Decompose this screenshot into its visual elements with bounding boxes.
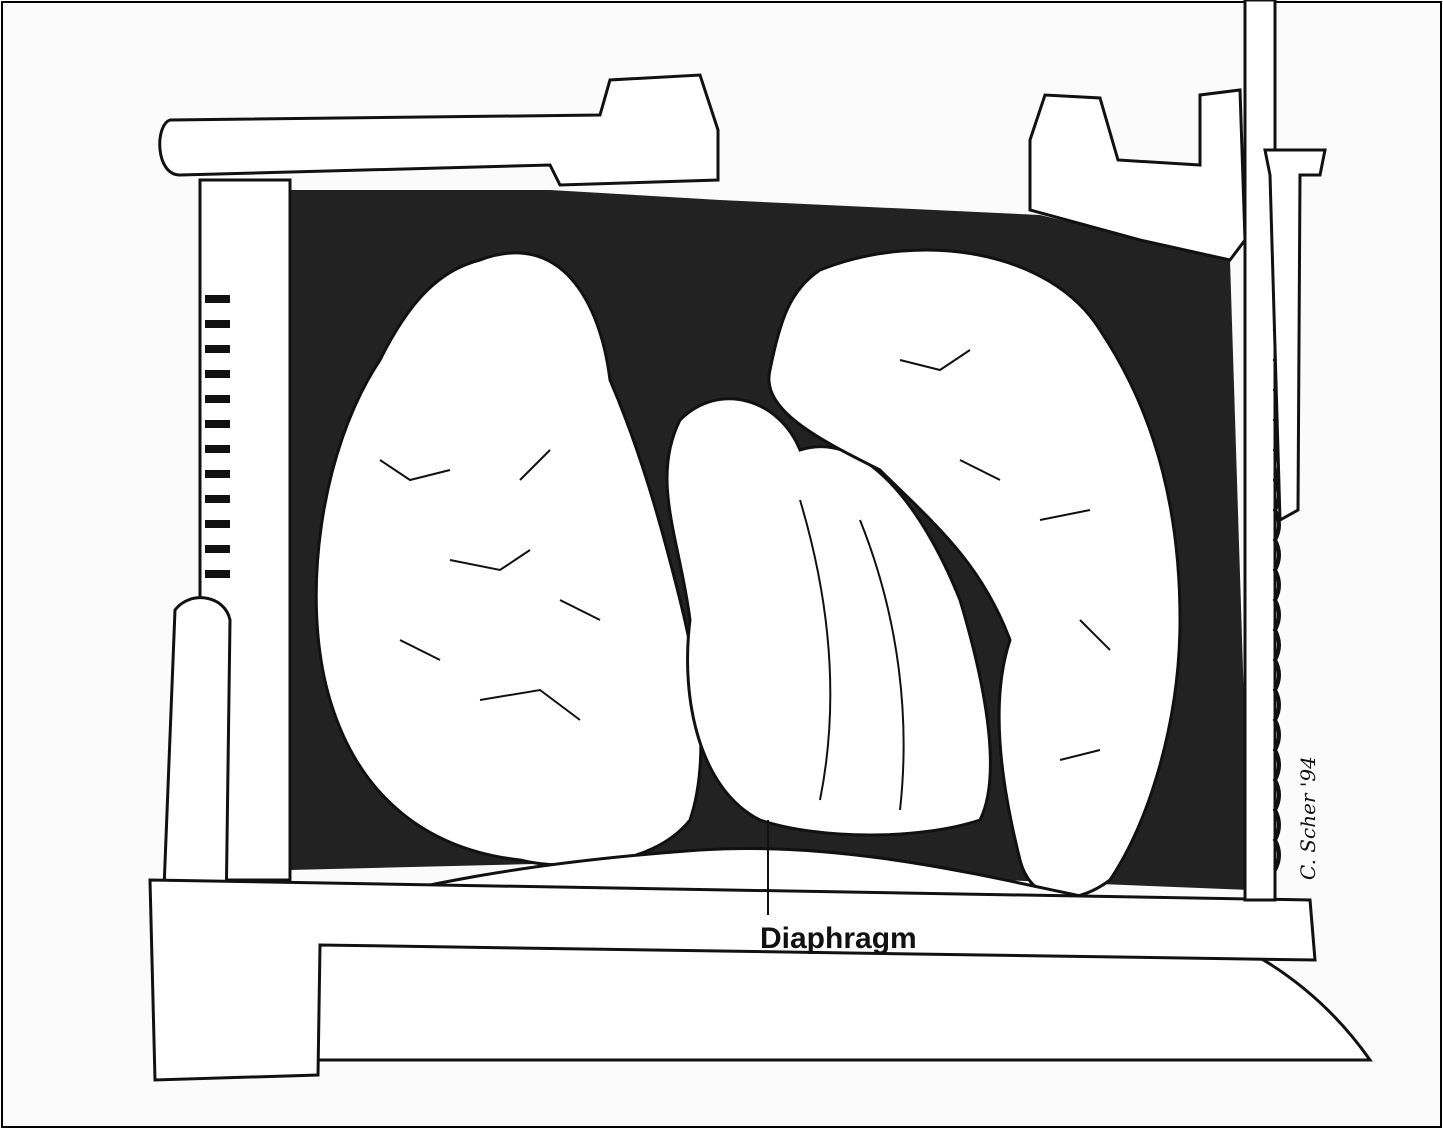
artist-signature: C. Scher '94 <box>1296 756 1320 880</box>
retractor-bottom-arm <box>148 878 1317 1082</box>
diaphragm-label: Diaphragm <box>760 922 917 955</box>
retractor-top-arm <box>158 73 720 187</box>
heart <box>665 397 992 837</box>
left-lung <box>314 251 703 867</box>
retractor-right-arm <box>1028 0 1327 902</box>
